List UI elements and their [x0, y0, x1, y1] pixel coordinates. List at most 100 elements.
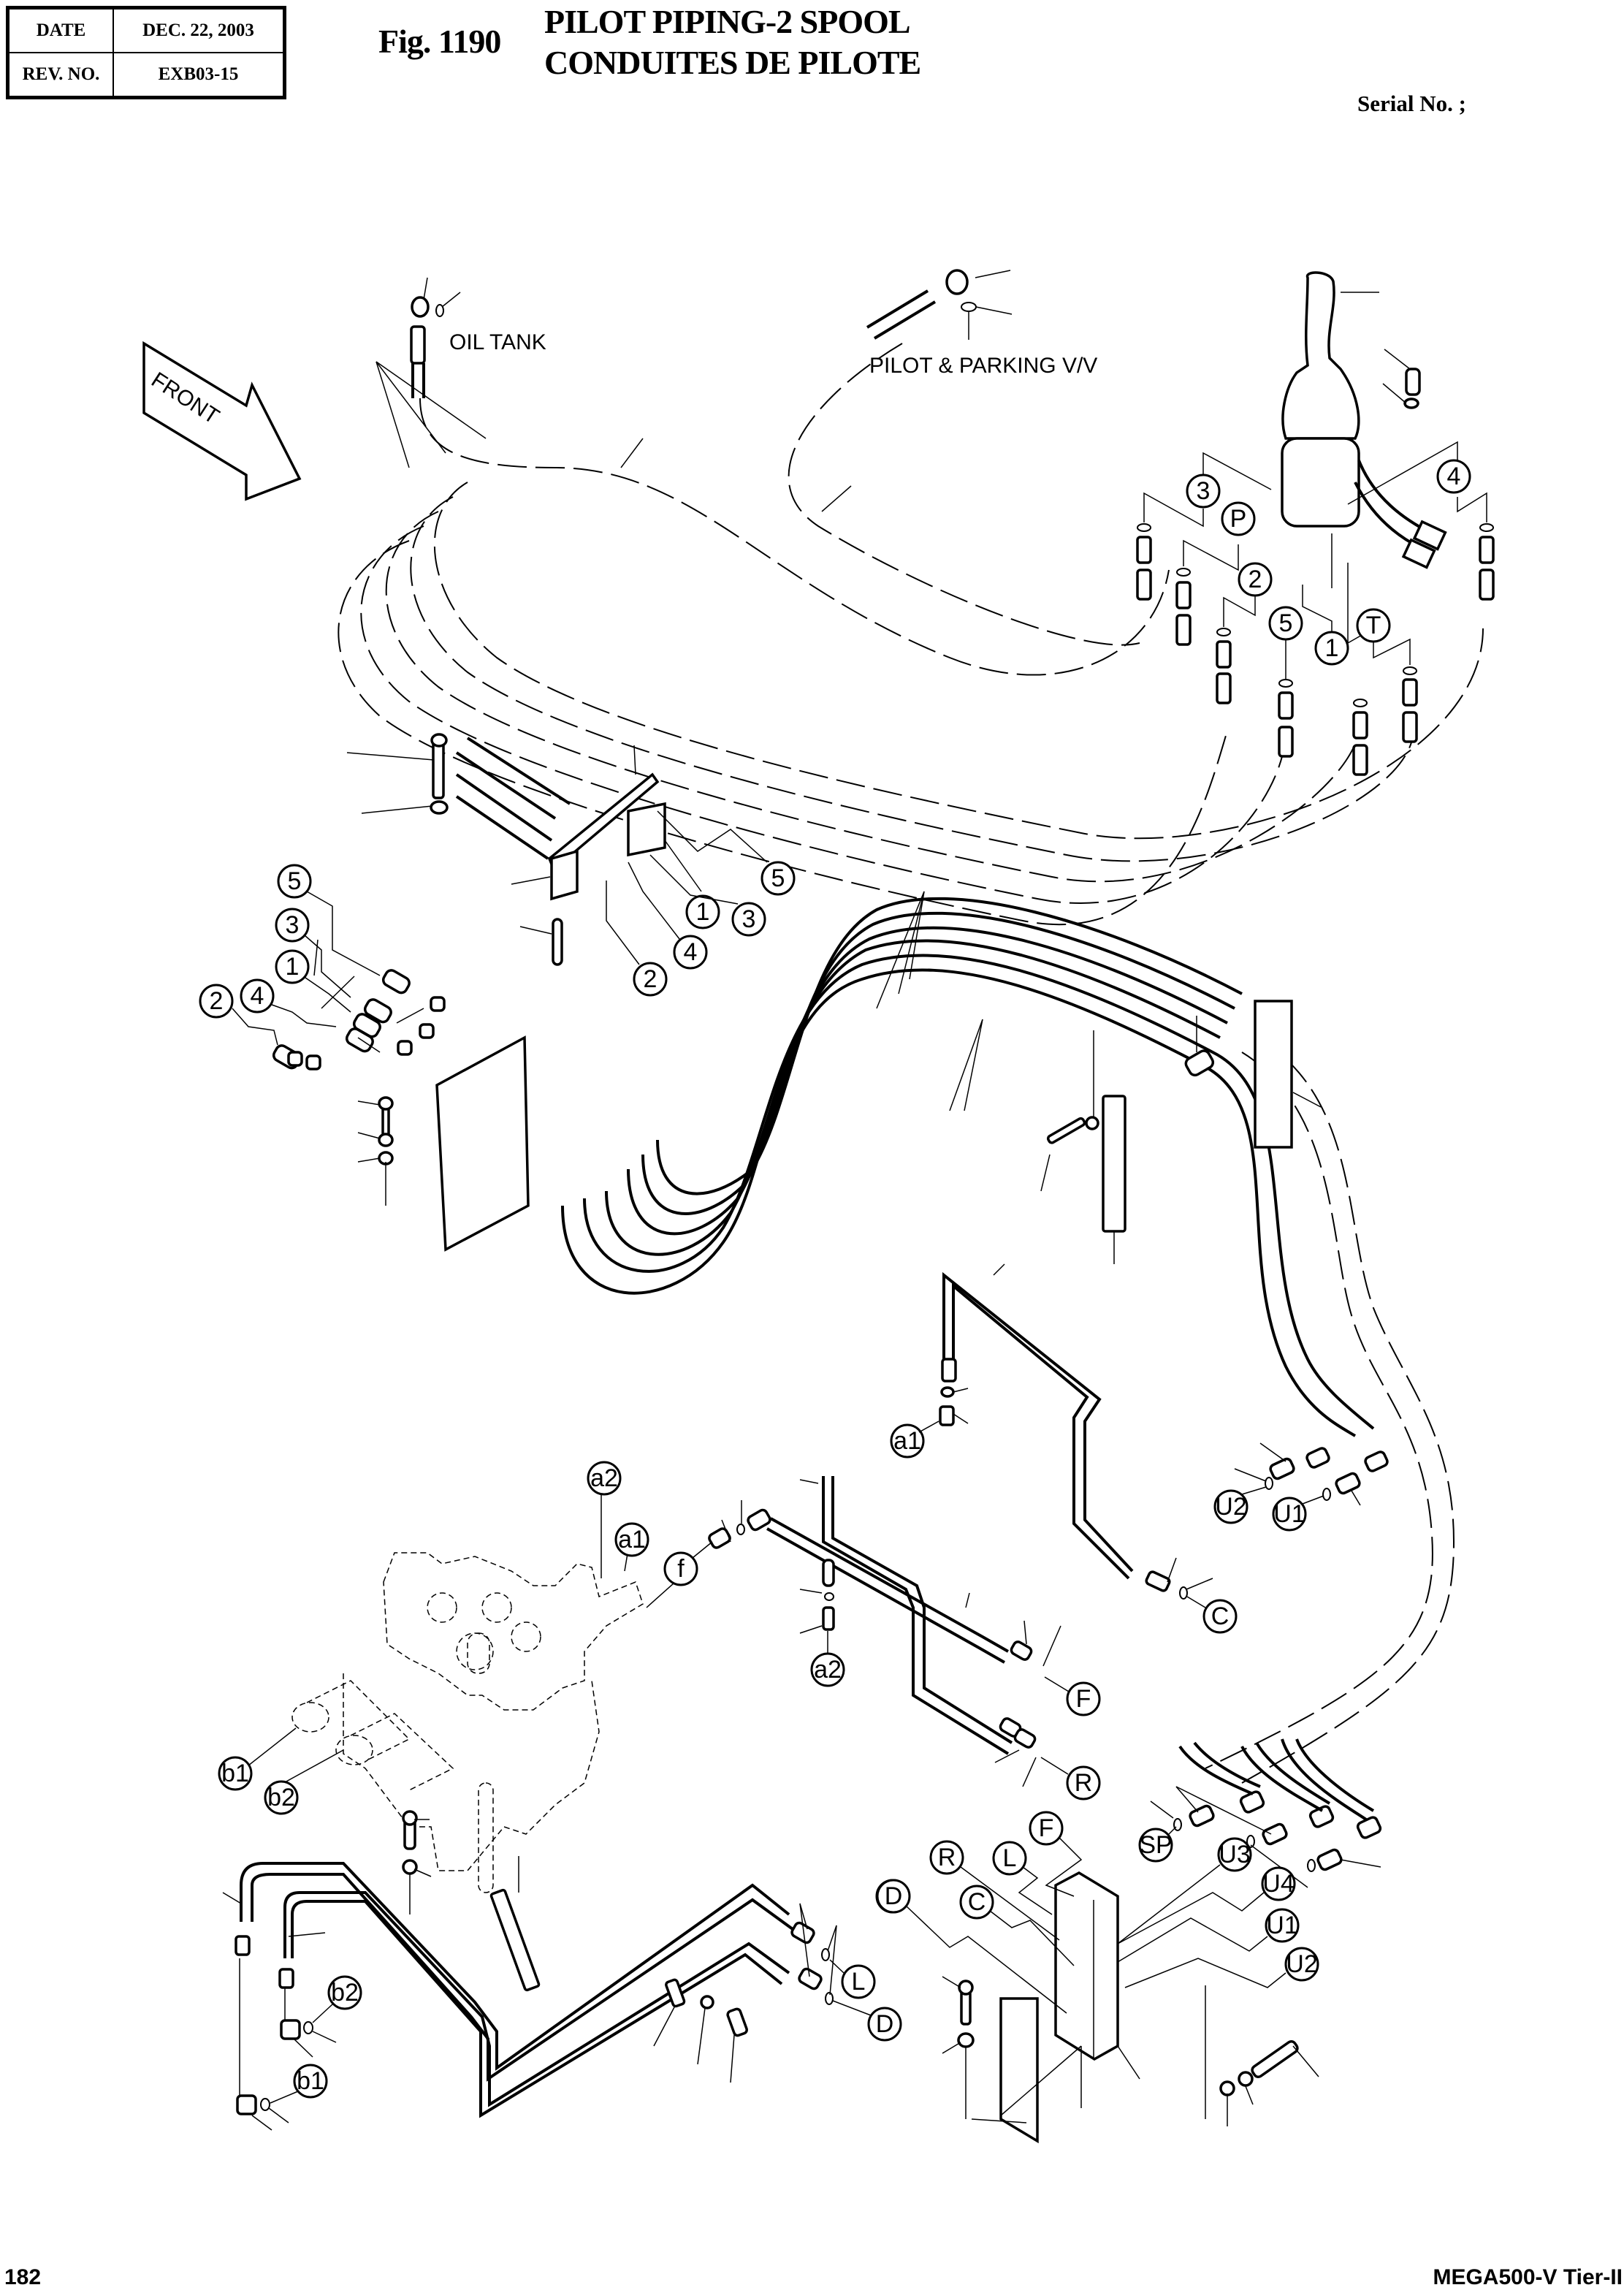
- title-english: PILOT PIPING-2 SPOOL: [544, 3, 911, 40]
- figure-title: PILOT PIPING-2 SPOOL CONDUITES DE PILOTE: [544, 1, 921, 83]
- callout-P-joystick: P: [1221, 501, 1256, 536]
- page-number: 182: [4, 2265, 42, 2289]
- svg-text:L: L: [1003, 1844, 1017, 1872]
- callout-U4: U4: [1261, 1866, 1296, 1901]
- callout-2-clamp: 2: [633, 962, 668, 997]
- control-valve-2-spool: [244, 1494, 682, 1893]
- revision-table: DATE DEC. 22, 2003 REV. NO. EXB03-15: [6, 6, 286, 99]
- callout-U2-block: U2: [1284, 1947, 1319, 1982]
- callout-f-valve: f: [663, 1551, 698, 1586]
- svg-text:C: C: [968, 1888, 986, 1916]
- callout-R-pipe: R: [1066, 1765, 1101, 1800]
- callout-5-clamp: 5: [760, 861, 796, 896]
- svg-text:R: R: [938, 1844, 956, 1871]
- figure-number: Fig. 1190: [378, 23, 501, 60]
- fitting: [1479, 523, 1495, 601]
- svg-text:D: D: [876, 2010, 894, 2038]
- fitting: [1145, 1570, 1188, 1600]
- svg-text:U3: U3: [1219, 1841, 1250, 1868]
- callout-F-pipe: F: [1066, 1681, 1101, 1716]
- fitting: [1402, 666, 1418, 743]
- svg-text:b2: b2: [267, 1784, 295, 1811]
- callout-a2-valve: a2: [587, 1461, 622, 1496]
- fitting: [1175, 568, 1192, 646]
- svg-text:a2: a2: [590, 1464, 618, 1492]
- svg-text:U1: U1: [1266, 1912, 1297, 1939]
- svg-text:U2: U2: [1215, 1493, 1246, 1521]
- clamp-bar-assembly: [1040, 1000, 1322, 1264]
- svg-text:C: C: [1211, 1602, 1230, 1630]
- svg-text:b1: b1: [297, 2067, 324, 2095]
- callout-b2-low: b2: [327, 1975, 362, 2010]
- junction-block: [942, 1871, 1319, 2144]
- svg-text:F: F: [1039, 1814, 1054, 1842]
- rev-label: REV. NO.: [7, 52, 114, 99]
- svg-text:b1: b1: [221, 1760, 249, 1787]
- svg-text:U1: U1: [1273, 1500, 1305, 1528]
- svg-text:T: T: [1366, 612, 1381, 639]
- pilot-hoses-dashed: [338, 343, 1484, 926]
- hose-bundle: [561, 891, 1455, 1784]
- callout-1-clamp: 1: [685, 894, 720, 929]
- svg-text:P: P: [1230, 505, 1247, 533]
- callout-5-joystick: 5: [1268, 606, 1303, 641]
- callout-3-bracket: 3: [275, 908, 310, 943]
- bulkhead-fitting: [381, 969, 446, 1012]
- callout-3-clamp: 3: [731, 902, 766, 937]
- pilot-pipe-C: [939, 1263, 1213, 1600]
- svg-text:1: 1: [1325, 634, 1339, 662]
- svg-text:a1: a1: [618, 1526, 646, 1554]
- bulkhead-fitting: [363, 998, 435, 1039]
- callout-D-low: D: [867, 2007, 902, 2042]
- pilot-pipes-b1-b2: [222, 1810, 837, 2131]
- svg-text:U4: U4: [1262, 1870, 1294, 1898]
- callout-L-low: L: [841, 1964, 876, 1999]
- callout-F-block: F: [1029, 1811, 1064, 1846]
- callout-U1-mid: U1: [1272, 1497, 1307, 1532]
- callout-1-bracket: 1: [275, 949, 310, 984]
- hose-end-fittings-U1-U2: [1234, 1442, 1389, 1506]
- joystick-remote-control-valve: [1281, 271, 1447, 569]
- callout-4-joystick: 4: [1436, 459, 1471, 494]
- callout-a2-pipe: a2: [810, 1652, 845, 1687]
- date-value: DEC. 22, 2003: [113, 7, 286, 53]
- svg-text:5: 5: [1279, 609, 1293, 637]
- bulkhead-fitting: [305, 1027, 374, 1071]
- serial-number-label: Serial No. ;: [1357, 91, 1466, 116]
- svg-text:L: L: [852, 1968, 866, 1996]
- fitting: [1278, 679, 1294, 758]
- fitting: [1136, 523, 1152, 601]
- oil-tank-fitting: OIL TANK: [410, 277, 546, 398]
- oil-tank-label: OIL TANK: [449, 330, 546, 354]
- front-direction-arrow: FRONT: [142, 341, 302, 501]
- callout-SP: SP: [1138, 1828, 1173, 1863]
- svg-text:2: 2: [1249, 566, 1262, 593]
- callout-b1-valve: b1: [218, 1756, 253, 1791]
- bulkhead-bracket: [272, 939, 530, 1252]
- callout-5-bracket: 5: [277, 864, 312, 899]
- callout-3-joystick: 3: [1186, 474, 1221, 509]
- pilot-parking-valve-label: PILOT & PARKING V/V: [869, 354, 1097, 378]
- svg-text:b2: b2: [331, 1979, 359, 2007]
- callout-2-joystick: 2: [1238, 562, 1273, 597]
- hose-clamp-assembly: [346, 733, 666, 966]
- fitting: [1216, 628, 1232, 704]
- svg-text:1: 1: [696, 898, 710, 926]
- callout-T-joystick: T: [1356, 608, 1391, 643]
- callout-C-mid: C: [1202, 1599, 1238, 1634]
- hose-end-fittings-SP-U3-U4: [1150, 1738, 1382, 1888]
- svg-text:5: 5: [771, 864, 785, 892]
- callout-D-upper-low: D: [876, 1879, 911, 1914]
- svg-text:f: f: [677, 1555, 685, 1583]
- callout-a1-top: a1: [890, 1423, 925, 1459]
- svg-text:4: 4: [684, 938, 698, 966]
- svg-text:2: 2: [210, 987, 224, 1015]
- callout-U3: U3: [1217, 1837, 1252, 1872]
- svg-text:R: R: [1075, 1769, 1093, 1797]
- callout-b1-low: b1: [293, 2064, 328, 2099]
- callout-2-bracket: 2: [199, 984, 234, 1019]
- svg-text:F: F: [1076, 1685, 1091, 1713]
- svg-text:3: 3: [286, 911, 300, 939]
- bulkhead-fitting: [272, 1044, 303, 1070]
